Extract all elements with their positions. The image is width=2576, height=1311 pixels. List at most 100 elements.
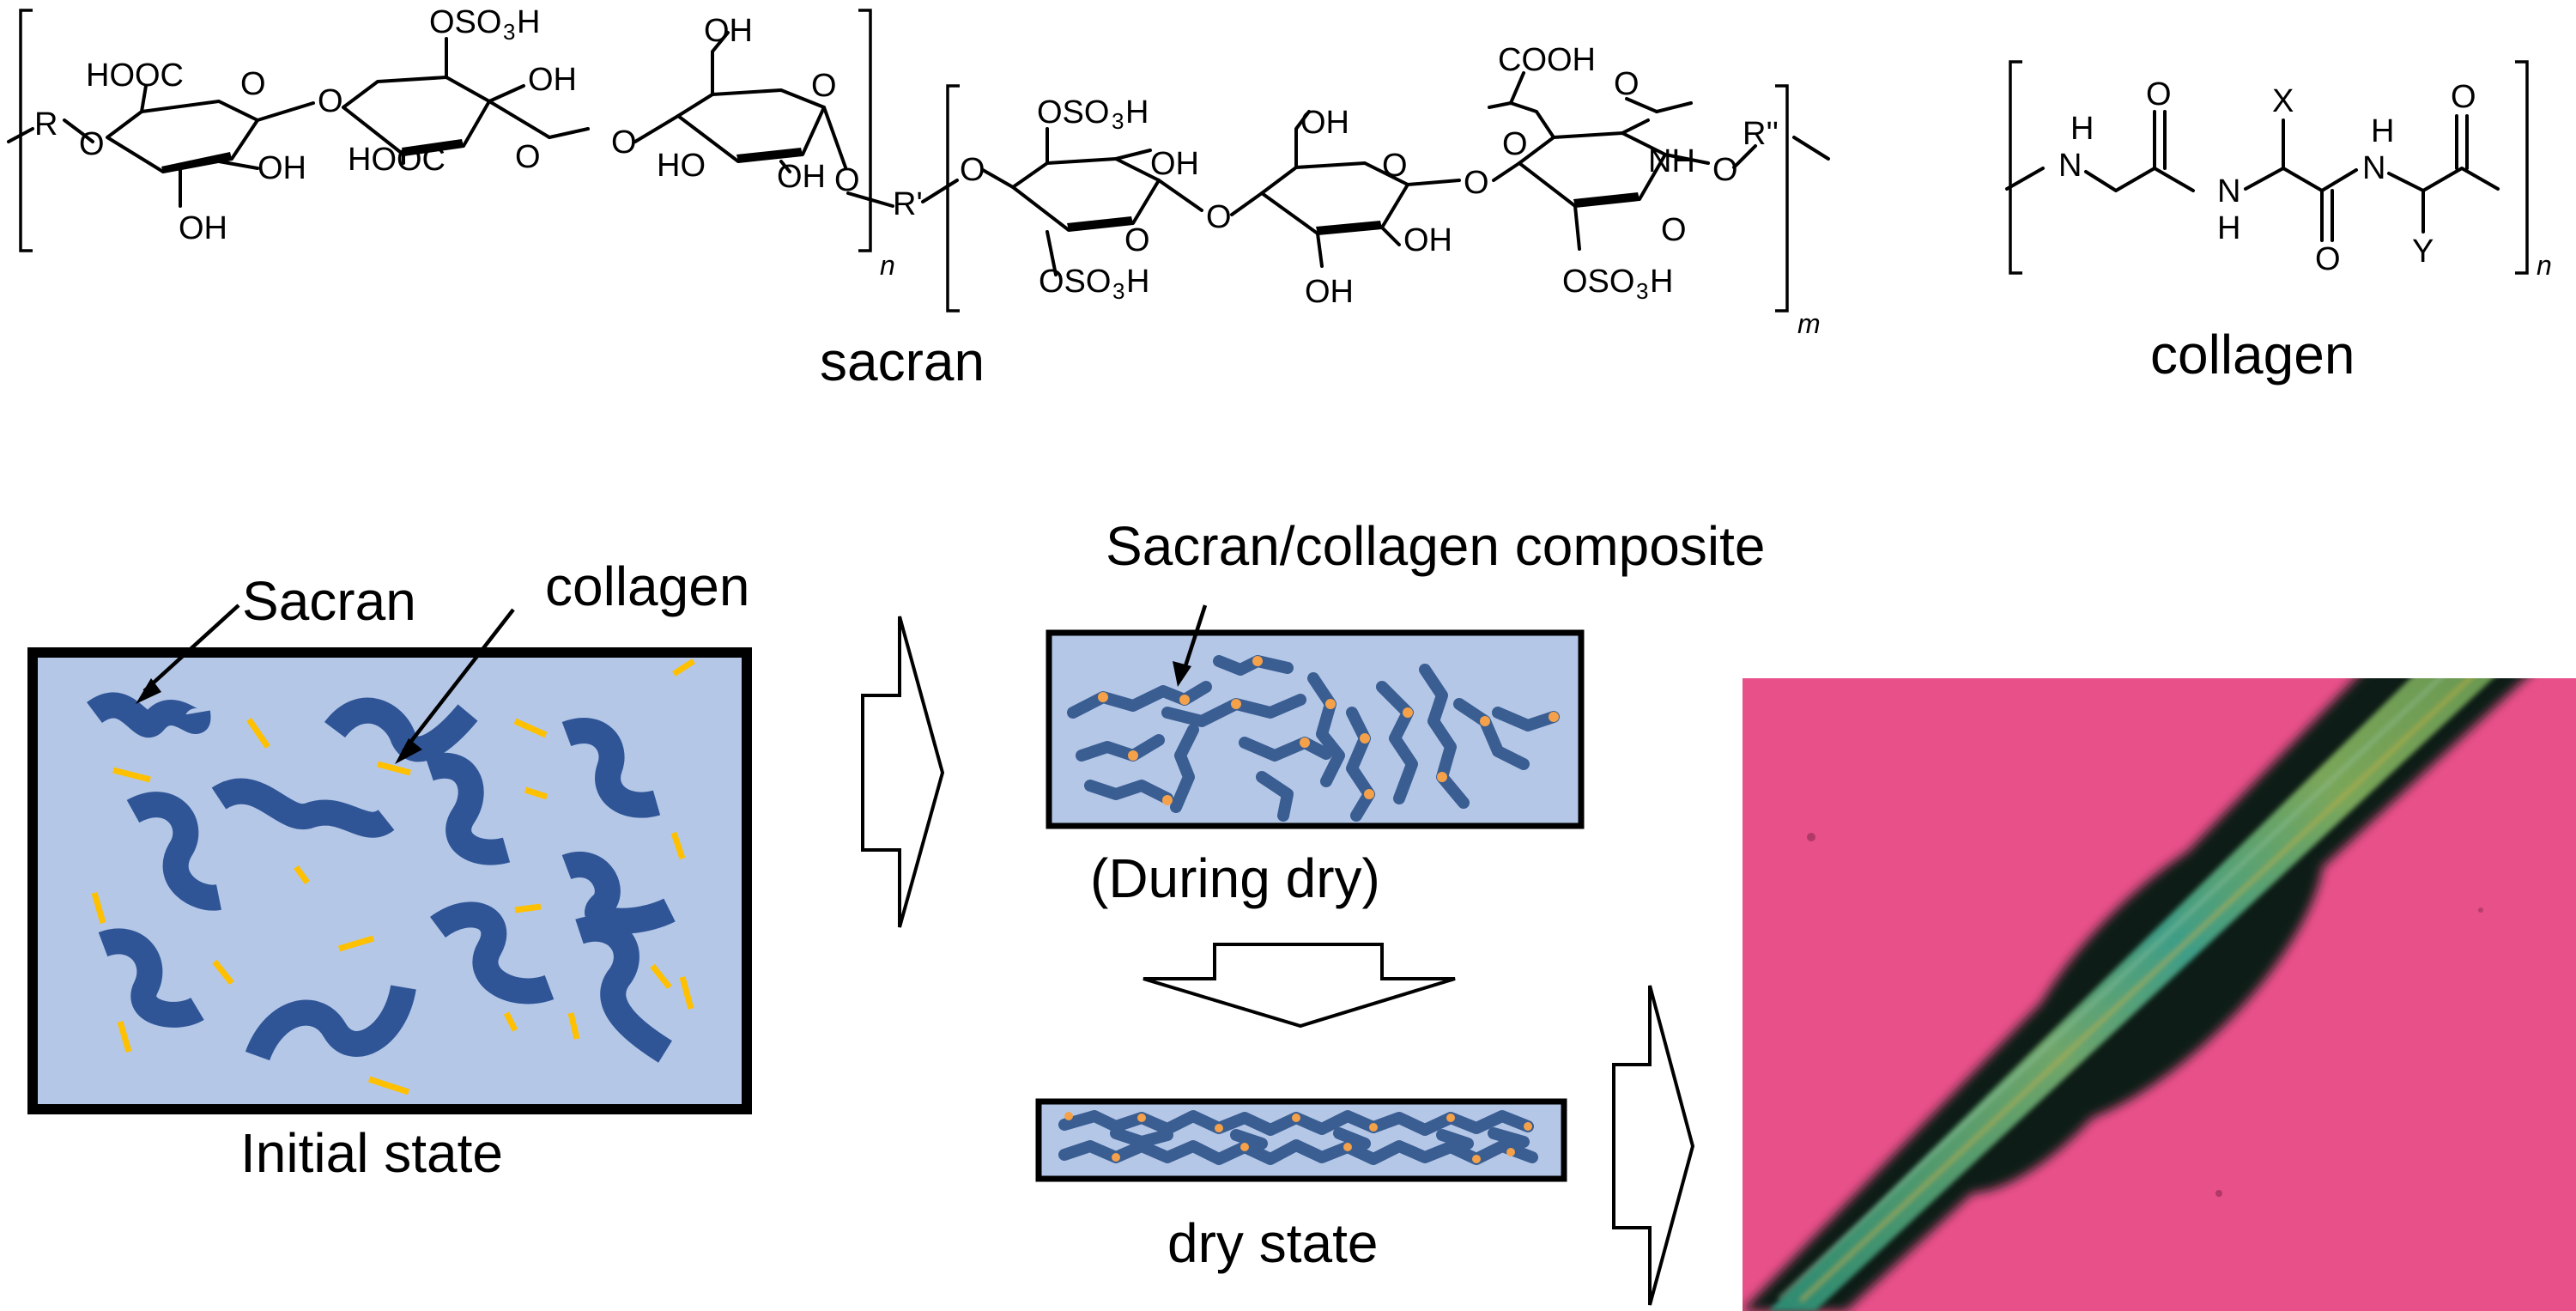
composite-arrowhead: [1173, 661, 1191, 687]
svg-text:H: H: [1650, 264, 1673, 300]
during-dry-box: [1046, 629, 1585, 829]
sacran-title: sacran: [820, 331, 985, 392]
svg-text:H: H: [517, 4, 540, 40]
dry-state-box: [1035, 1098, 1567, 1182]
svg-text:O: O: [2315, 241, 2341, 277]
ring-6: O COOH O NH O OSO 3 H O R'': [1488, 42, 1830, 304]
svg-text:NH: NH: [1648, 143, 1695, 179]
svg-text:O: O: [1124, 222, 1150, 258]
sacran-chain: [425, 752, 511, 865]
svg-text:O: O: [1712, 152, 1738, 188]
bracket-left-2: [946, 84, 960, 313]
svg-text:OH: OH: [777, 159, 826, 195]
svg-text:O: O: [1206, 199, 1232, 235]
svg-text:O: O: [1661, 212, 1687, 248]
svg-text:HOOC: HOOC: [348, 142, 445, 178]
sacran-repeat-n: n: [880, 250, 895, 281]
svg-text:OSO: OSO: [1562, 264, 1634, 300]
sacran-pointer-arrow: [142, 604, 240, 693]
svg-text:OH: OH: [179, 210, 227, 246]
sacran-chain: [575, 915, 673, 1063]
collagen-label: collagen: [545, 555, 749, 617]
ring-1: HOOC O OH OH O: [86, 58, 343, 246]
svg-text:HO: HO: [657, 148, 706, 184]
svg-text:3: 3: [503, 19, 515, 45]
sacran-chain: [561, 718, 661, 818]
sacran-chain: [98, 928, 204, 1028]
ring-4: O OSO 3 H OH O OSO 3 H O: [960, 94, 1232, 304]
svg-text:OSO: OSO: [1039, 264, 1111, 300]
arrow-right-1: [861, 616, 945, 928]
svg-text:HOOC: HOOC: [86, 58, 184, 94]
composite-pointer-arrow: [1180, 604, 1208, 675]
collagen-rod: [294, 865, 310, 885]
collagen-rod: [212, 959, 234, 986]
sacran-repeat-m: m: [1797, 308, 1821, 339]
collagen-structure: n H N O N H X O H N Y O collagen: [2005, 60, 2552, 385]
collagen-pointer-arrow: [402, 608, 515, 753]
arrow-right-2: [1612, 985, 1695, 1306]
svg-text:N: N: [2058, 148, 2082, 184]
sacran-chain: [126, 792, 221, 911]
collagen-rod: [377, 761, 411, 776]
svg-text:Y: Y: [2412, 234, 2434, 270]
collagen-rod: [112, 767, 151, 783]
svg-text:O: O: [318, 83, 343, 119]
during-dry-panel: Sacran/collagen composite (During dry): [1046, 515, 1765, 909]
svg-text:H: H: [1126, 264, 1149, 300]
svg-text:X: X: [2272, 83, 2294, 119]
during-dry-caption: (During dry): [1090, 847, 1380, 909]
composite-label: Sacran/collagen composite: [1106, 515, 1765, 577]
svg-text:H: H: [2371, 113, 2394, 149]
collagen-repeat-n: n: [2537, 250, 2552, 281]
svg-text:O: O: [240, 66, 266, 102]
svg-text:O: O: [1502, 126, 1528, 162]
svg-text:O: O: [1464, 165, 1489, 201]
svg-text:OH: OH: [1305, 274, 1354, 310]
collagen-rod: [91, 892, 106, 924]
collagen-rod: [367, 1076, 410, 1096]
sacran-chain: [430, 901, 555, 1004]
svg-text:OH: OH: [704, 13, 753, 49]
ring-3: O OH O HO OH O R': [548, 13, 959, 222]
svg-text:OH: OH: [1403, 222, 1452, 258]
compressed-crosslinks: [1064, 1112, 1532, 1163]
svg-text:COOH: COOH: [1498, 42, 1596, 78]
svg-text:R': R': [893, 186, 923, 222]
collagen-rod: [670, 831, 686, 860]
dry-state-caption: dry state: [1167, 1212, 1378, 1274]
initial-state-caption: Initial state: [240, 1122, 503, 1184]
sacran-chain: [561, 852, 676, 934]
collagen-rod: [567, 1012, 580, 1040]
sacran-chain: [211, 778, 395, 838]
sacran-structure: n m R O HOOC O OH OH O OSO 3: [7, 4, 1830, 392]
svg-text:O: O: [79, 126, 105, 162]
collagen-rod: [514, 903, 542, 913]
bracket-right-2: [1775, 84, 1789, 313]
r-group: R: [34, 106, 58, 143]
dry-state-panel: dry state: [1035, 1098, 1567, 1274]
svg-text:N: N: [2362, 150, 2385, 186]
sacran-chain: [245, 984, 416, 1061]
ring-2: OSO 3 H OH HOOC O: [342, 4, 577, 178]
svg-text:O: O: [515, 139, 541, 175]
svg-text:OSO: OSO: [1037, 94, 1109, 130]
collagen-rod: [246, 718, 270, 749]
svg-text:OH: OH: [1300, 105, 1349, 141]
svg-text:3: 3: [1112, 108, 1124, 134]
sacran-label: Sacran: [242, 570, 416, 632]
svg-text:OH: OH: [258, 150, 306, 186]
collagen-rods: [91, 659, 695, 1096]
svg-text:3: 3: [1636, 278, 1648, 304]
sacran-chains: [87, 692, 676, 1063]
svg-text:3: 3: [1112, 278, 1124, 304]
collagen-rod: [672, 659, 695, 677]
collagen-rod: [117, 1021, 132, 1053]
svg-text:O: O: [2451, 79, 2476, 115]
svg-text:O: O: [1614, 66, 1640, 102]
svg-text:H: H: [2217, 210, 2240, 246]
sacran-arrowhead: [136, 678, 161, 704]
svg-text:H: H: [2070, 111, 2094, 147]
svg-text:O: O: [960, 152, 985, 188]
bracket-right-1: [858, 9, 872, 252]
